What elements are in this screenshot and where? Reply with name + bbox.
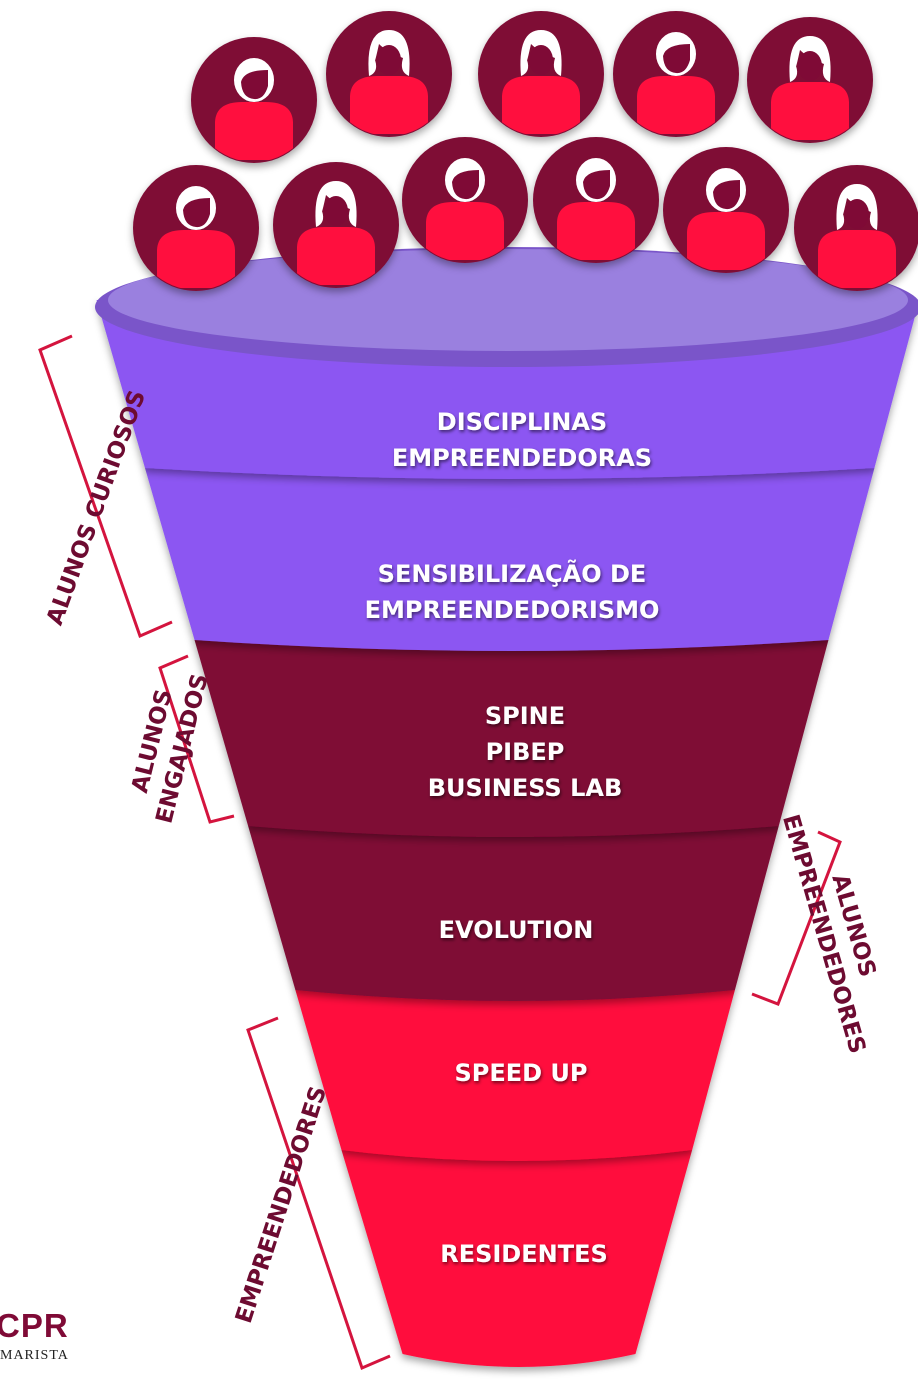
stage-label: BUSINESS LAB — [428, 774, 622, 802]
logo: CPR MARISTA — [0, 1308, 90, 1364]
stage-label: DISCIPLINAS — [437, 408, 607, 436]
person-avatar-male-icon — [613, 11, 739, 137]
group-bracket — [751, 830, 842, 1006]
funnel-stage-5 — [295, 990, 735, 1161]
stage-label: EMPREENDEDORISMO — [365, 596, 660, 624]
person-avatar-female-icon — [747, 17, 873, 143]
person-avatar-female-icon — [794, 165, 918, 291]
group-bracket — [38, 334, 173, 639]
stage-label: PIBEP — [486, 738, 565, 766]
funnel-stage-4 — [248, 826, 779, 1001]
person-avatar-female-icon — [478, 11, 604, 137]
stage-label: EVOLUTION — [439, 916, 594, 944]
audience-avatars — [133, 11, 918, 291]
funnel-stage-3 — [194, 640, 829, 837]
stage-labels: RESIDENTES SPEED UP EVOLUTION SPINE PIBEP BUS… — [365, 408, 660, 1268]
logo-main-text: CPR — [0, 1307, 69, 1344]
group-bracket — [246, 1016, 391, 1371]
person-avatar-male-icon — [533, 137, 659, 263]
person-avatar-female-icon — [326, 11, 452, 137]
stage-label: RESIDENTES — [440, 1240, 608, 1268]
person-avatar-male-icon — [402, 137, 528, 263]
group-label: ALUNOS CURIOSOS — [42, 387, 151, 629]
stage-label: SENSIBILIZAÇÃO DE — [378, 559, 647, 588]
stage-label: SPEED UP — [454, 1059, 587, 1087]
funnel-stage-2 — [144, 468, 875, 651]
funnel — [95, 247, 918, 1367]
person-avatar-female-icon — [273, 162, 399, 288]
logo-sub-text: MARISTA — [0, 1348, 69, 1363]
stage-label: SPINE — [485, 702, 565, 730]
person-avatar-male-icon — [663, 147, 789, 273]
person-avatar-male-icon — [133, 165, 259, 291]
group-bracket — [158, 654, 235, 824]
funnel-stage-6 — [341, 1150, 693, 1367]
stage-label: EMPREENDEDORAS — [392, 444, 652, 472]
group-label: EMPREENDEDORES — [231, 1083, 332, 1326]
person-avatar-male-icon — [191, 37, 317, 163]
